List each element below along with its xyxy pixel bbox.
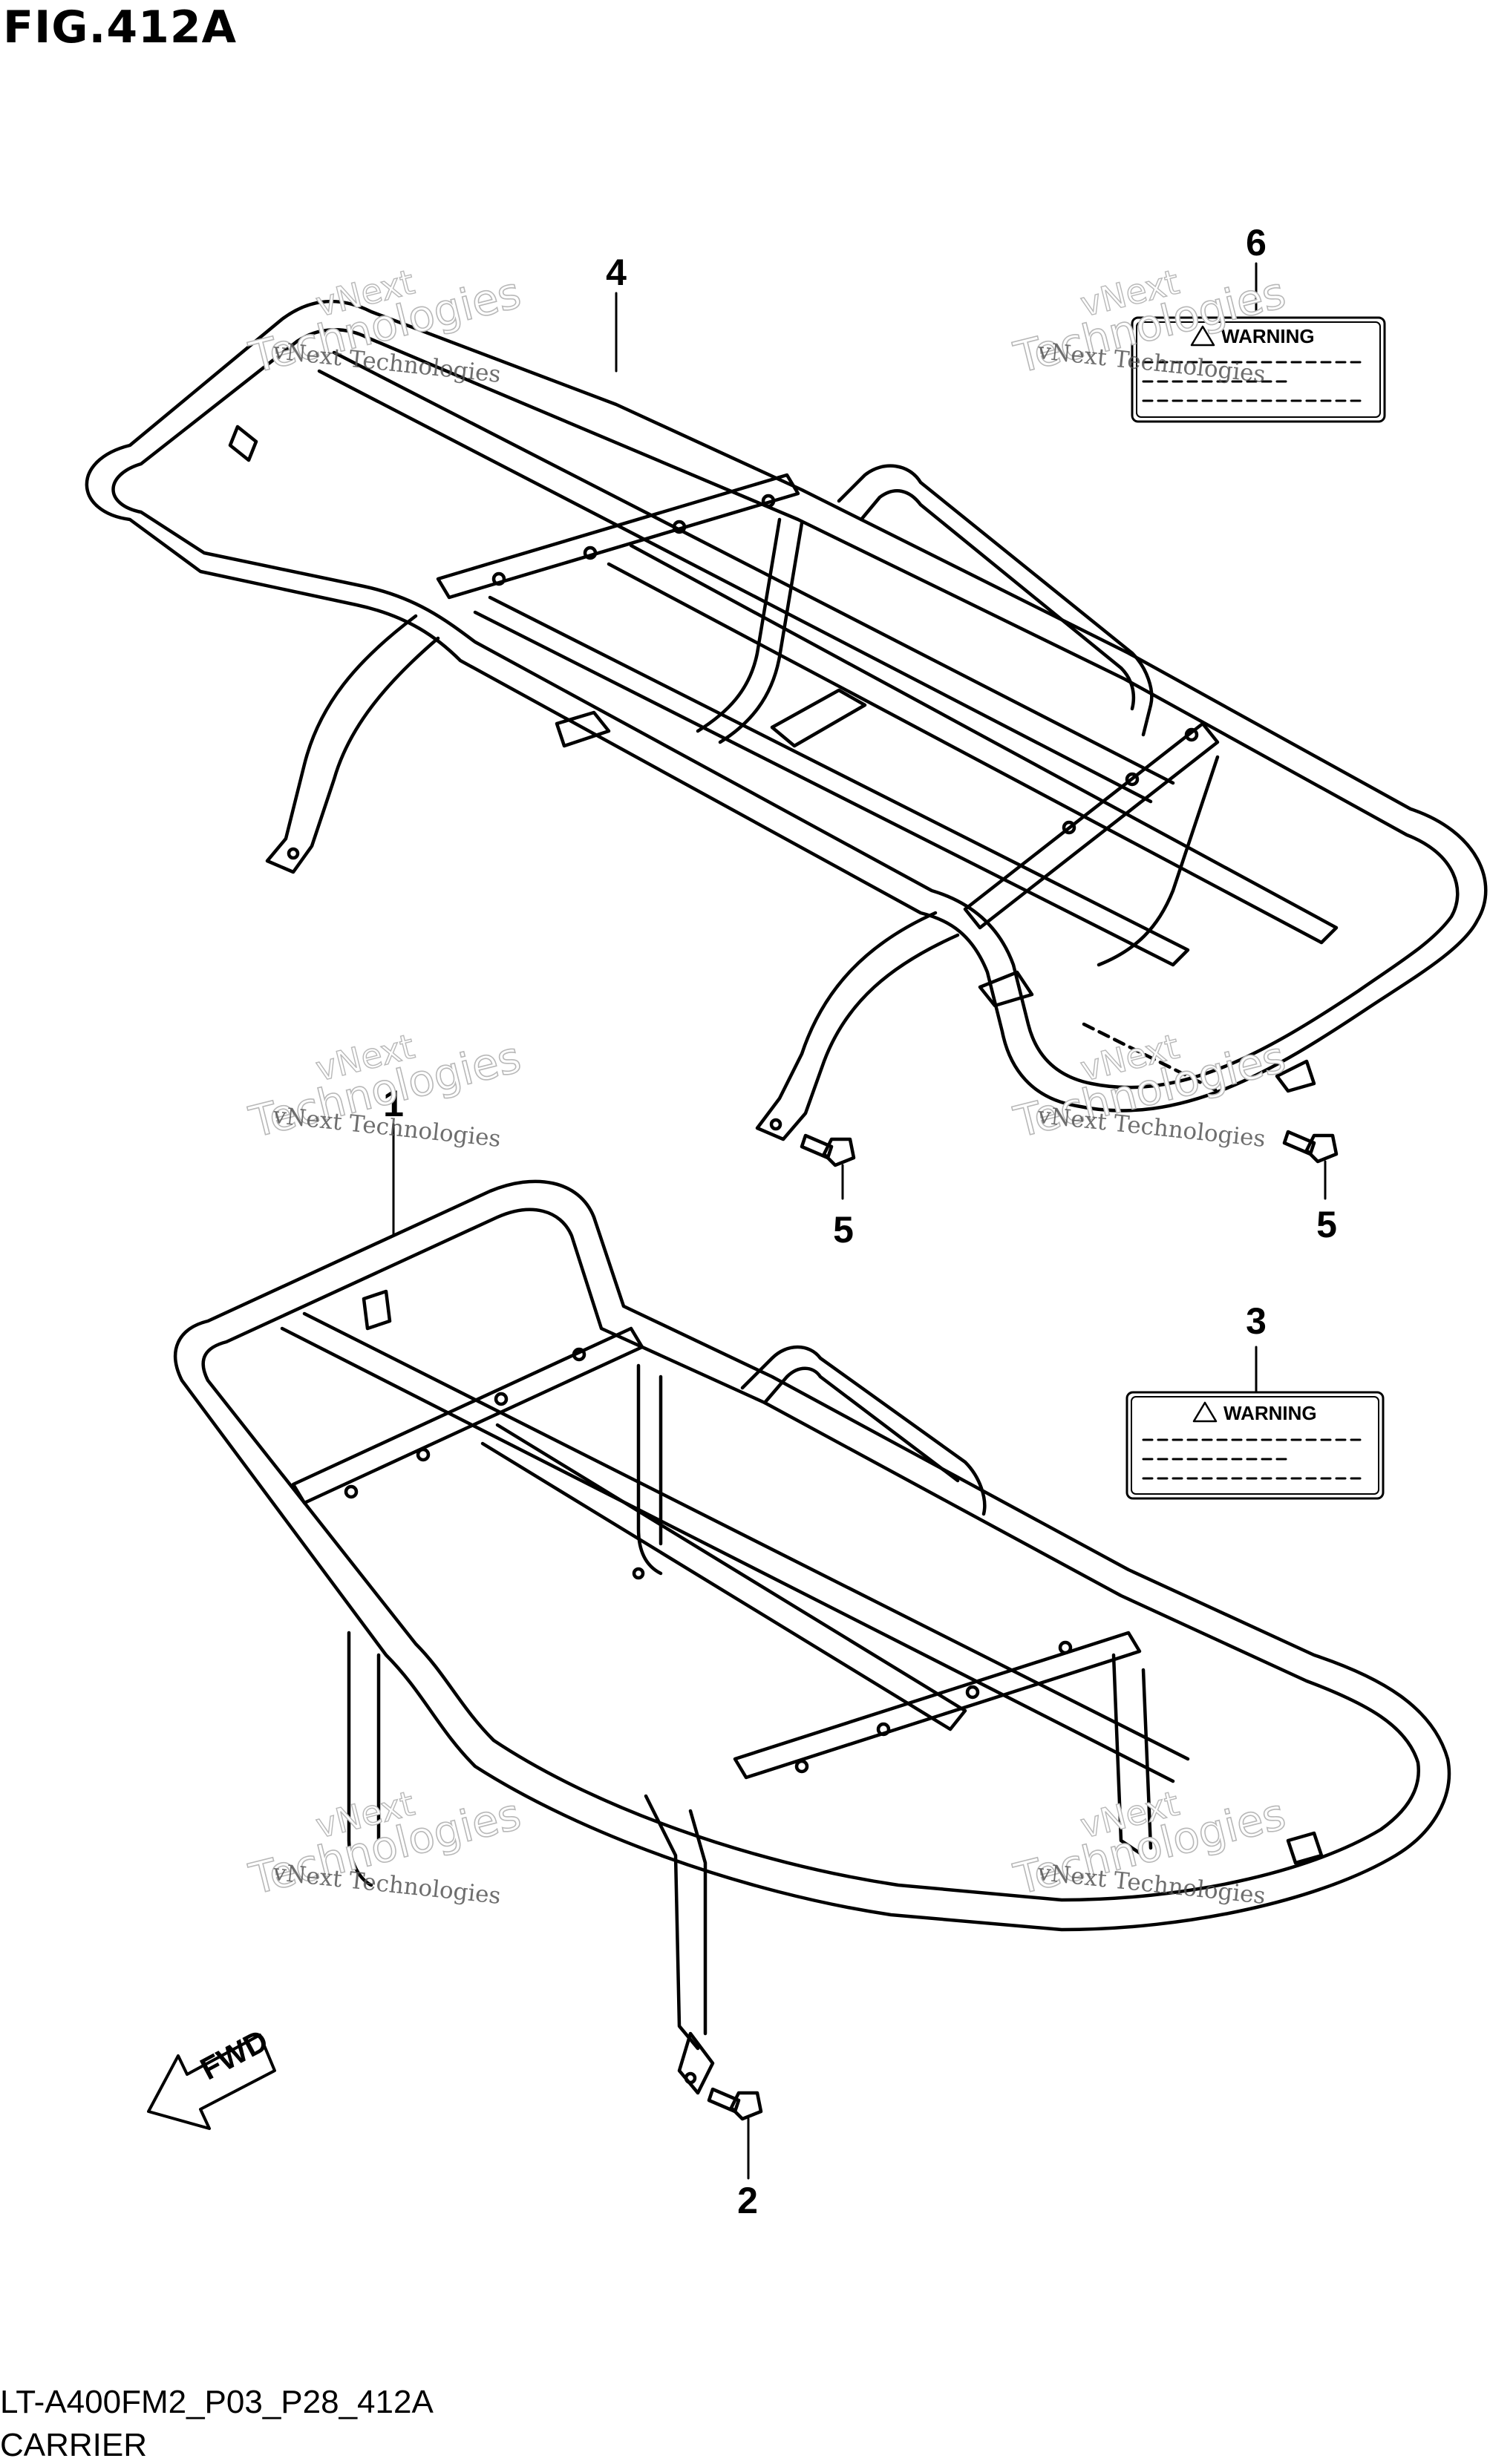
upper-carrier-part-4 — [85, 299, 1488, 1141]
figure-name: CARRIER — [0, 2427, 148, 2463]
warning-text-upper: WARNING — [1221, 325, 1315, 347]
figure-code: LT-A400FM2_P03_P28_412A — [0, 2384, 434, 2420]
lower-carrier-part-1 — [173, 1179, 1451, 2095]
warning-text-lower: WARNING — [1223, 1402, 1317, 1424]
callout-1: 1 — [383, 1083, 404, 1124]
fwd-arrow-icon — [147, 2034, 276, 2130]
bolt-part-5-left — [800, 1133, 856, 1167]
callout-5-left: 5 — [833, 1209, 854, 1251]
callout-6: 6 — [1246, 222, 1267, 263]
bolt-part-2 — [707, 2087, 763, 2121]
leader-lines — [392, 262, 1327, 2180]
warning-label-part-6 — [1131, 316, 1386, 423]
callout-2: 2 — [737, 2180, 758, 2221]
bolt-part-5-right — [1282, 1130, 1339, 1164]
callout-5-right: 5 — [1316, 1204, 1337, 1245]
callout-3: 3 — [1246, 1300, 1267, 1342]
figure-title: FIG.412A — [3, 1, 238, 53]
warning-label-part-3 — [1125, 1391, 1385, 1500]
callout-4: 4 — [606, 252, 627, 293]
